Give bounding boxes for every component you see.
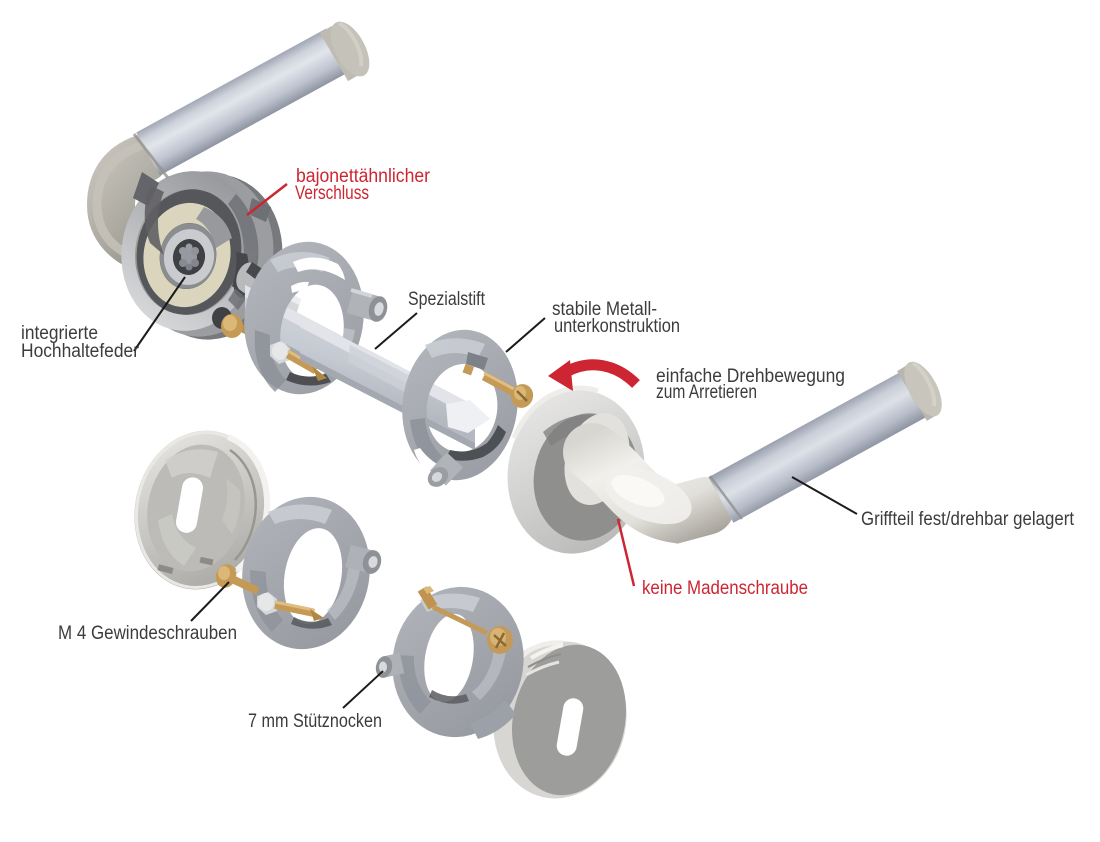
svg-text:bajonettähnlicher: bajonettähnlicher [296, 166, 431, 187]
svg-text:keine Madenschraube: keine Madenschraube [642, 578, 808, 599]
svg-text:unterkonstruktion: unterkonstruktion [554, 316, 680, 337]
svg-text:7 mm Stütznocken: 7 mm Stütznocken [248, 711, 382, 732]
svg-text:integrierte: integrierte [21, 323, 98, 344]
svg-text:M 4 Gewindeschrauben: M 4 Gewindeschrauben [58, 623, 237, 644]
svg-text:Verschluss: Verschluss [295, 183, 369, 204]
svg-text:einfache Drehbewegung: einfache Drehbewegung [656, 366, 845, 387]
svg-text:zum Arretieren: zum Arretieren [656, 382, 757, 403]
svg-text:Hochhaltefeder: Hochhaltefeder [21, 341, 140, 362]
svg-text:Spezialstift: Spezialstift [408, 289, 486, 310]
svg-text:Griffteil fest/drehbar gelager: Griffteil fest/drehbar gelagert [861, 509, 1075, 530]
svg-text:stabile Metall-: stabile Metall- [552, 299, 657, 320]
